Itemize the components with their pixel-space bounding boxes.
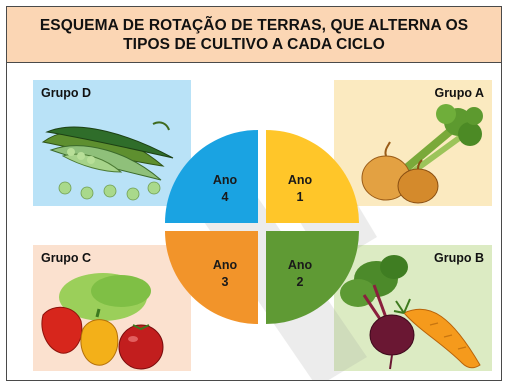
title-line-2: TIPOS DE CULTIVO A CADA CICLO bbox=[123, 35, 385, 53]
panel-group-b: Grupo B bbox=[334, 245, 492, 371]
year-3-number: 3 bbox=[222, 275, 229, 289]
group-c-label: Grupo C bbox=[41, 251, 91, 265]
year-1-label: Ano bbox=[288, 173, 313, 187]
wheel-quadrant-year-1 bbox=[266, 130, 359, 223]
onions-celery-icon bbox=[361, 104, 483, 204]
year-3-label: Ano bbox=[213, 258, 238, 272]
year-4-label: Ano bbox=[213, 173, 238, 187]
wheel-quadrant-year-2 bbox=[266, 231, 359, 324]
wheel-quadrant-year-4 bbox=[165, 130, 258, 223]
peas-pods-icon bbox=[41, 121, 174, 201]
panel-group-d: Grupo D bbox=[33, 80, 191, 206]
group-a-label: Grupo A bbox=[434, 86, 484, 100]
panel-group-c: Grupo C bbox=[33, 245, 191, 371]
group-b-label: Grupo B bbox=[434, 251, 484, 265]
year-1-number: 1 bbox=[297, 190, 304, 204]
panel-group-a: Grupo A bbox=[334, 80, 492, 206]
title-line-1: ESQUEMA DE ROTAÇÃO DE TERRAS, QUE ALTERN… bbox=[39, 16, 469, 34]
group-d-label: Grupo D bbox=[41, 86, 91, 100]
year-4-number: 4 bbox=[222, 190, 229, 204]
peppers-tomato-icon bbox=[41, 273, 164, 370]
diagram-frame: ESQUEMA DE ROTAÇÃO DE TERRAS, QUE ALTERN… bbox=[6, 6, 502, 381]
title-banner: ESQUEMA DE ROTAÇÃO DE TERRAS, QUE ALTERN… bbox=[7, 7, 501, 63]
rotation-wheel: Ano 4 Ano 1 Ano 3 Ano 2 bbox=[165, 130, 359, 324]
year-2-label: Ano bbox=[288, 258, 313, 272]
year-2-number: 2 bbox=[297, 275, 304, 289]
wheel-quadrant-year-3 bbox=[165, 231, 258, 324]
beet-carrot-icon bbox=[340, 255, 481, 370]
